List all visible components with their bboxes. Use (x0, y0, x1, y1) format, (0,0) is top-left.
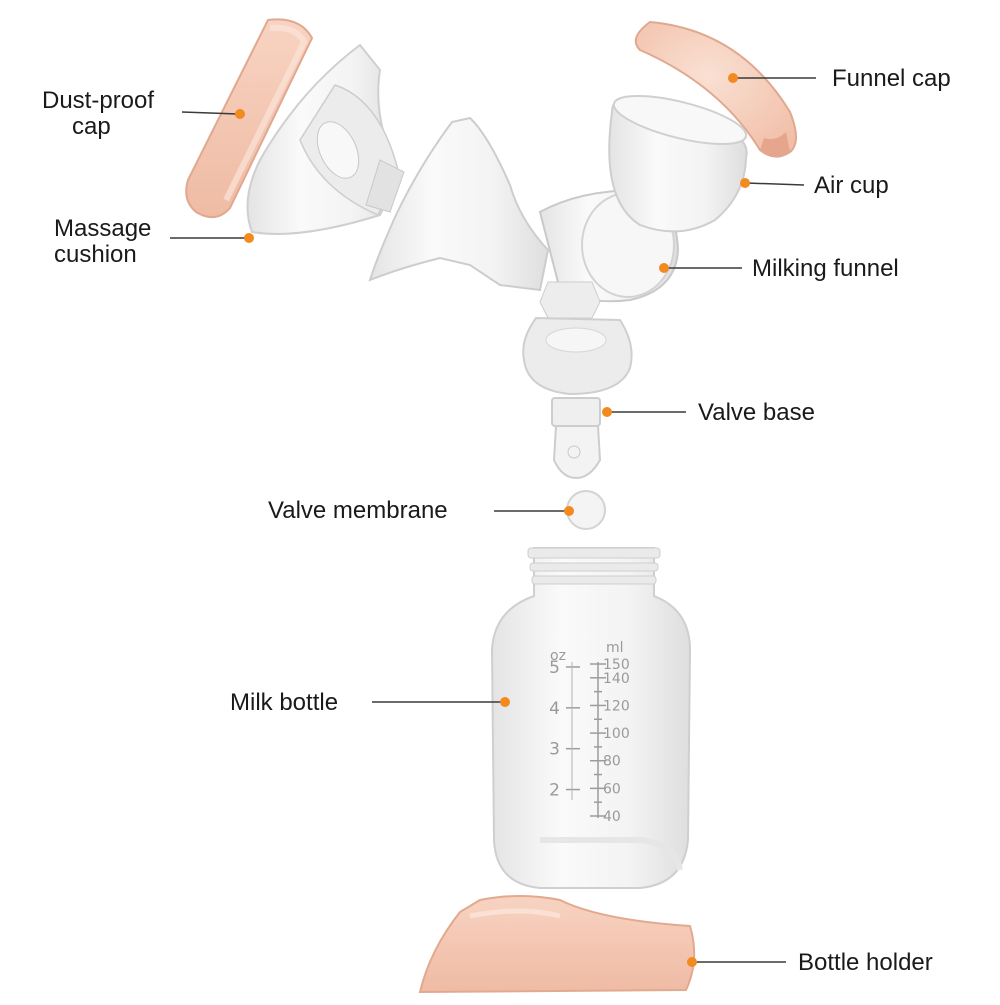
label-milk-bottle: Milk bottle (230, 689, 339, 716)
callout-dots (235, 73, 750, 967)
ml-tick-label-140: 140 (603, 671, 630, 687)
label-massage-cushion: Massage cushion (54, 216, 151, 268)
dot-massage-cushion (244, 233, 254, 243)
dot-air-cup (740, 178, 750, 188)
ml-tick-label-40: 40 (603, 809, 621, 825)
dot-milk-bottle (500, 697, 510, 707)
oz-scale: oz5 4 3 2 (549, 648, 580, 801)
dot-dust-proof-cap (235, 109, 245, 119)
oz-tick-label-4: 4 (549, 699, 560, 719)
label-dust-proof-cap-line1: Dust-proof (42, 87, 155, 114)
ml-tick-label-150: 150 (603, 657, 630, 673)
label-massage-cushion-line1: Massage (54, 215, 152, 242)
ml-tick-label-60: 60 (603, 781, 621, 797)
oz-tick-label-2: 2 (549, 781, 560, 801)
oz-unit-label: oz (550, 648, 566, 664)
dot-milking-funnel (659, 263, 669, 273)
label-bottle-holder: Bottle holder (798, 949, 933, 976)
dot-valve-base (602, 407, 612, 417)
label-massage-cushion-line2: cushion (54, 241, 137, 268)
air-cup-part (608, 95, 748, 233)
dot-valve-membrane (564, 506, 574, 516)
funnel-cap-part (634, 20, 797, 158)
oz-tick-label-3: 3 (549, 740, 560, 760)
dust-proof-cap-part (185, 18, 314, 219)
ml-tick-label-80: 80 (603, 754, 621, 770)
label-dust-proof-cap: Dust-proof cap (42, 88, 154, 140)
label-milking-funnel: Milking funnel (752, 255, 899, 282)
label-valve-membrane: Valve membrane (268, 497, 448, 524)
valve-base-part (551, 397, 602, 480)
dot-bottle-holder (687, 957, 697, 967)
label-funnel-cap: Funnel cap (832, 65, 951, 92)
label-dust-proof-cap-line2: cap (72, 113, 111, 140)
milking-funnel-part (368, 116, 680, 396)
label-air-cup: Air cup (814, 172, 889, 199)
ml-tick-label-120: 120 (603, 698, 630, 714)
bottle-holder-part (418, 895, 696, 994)
dot-funnel-cap (728, 73, 738, 83)
massage-cushion-part (246, 43, 405, 235)
ml-unit-label: ml (606, 640, 624, 656)
ml-tick-label-100: 100 (603, 726, 630, 742)
leader-lines (170, 77, 816, 963)
label-valve-base: Valve base (698, 399, 815, 426)
oz-tick-label-5: 5 (549, 658, 560, 678)
